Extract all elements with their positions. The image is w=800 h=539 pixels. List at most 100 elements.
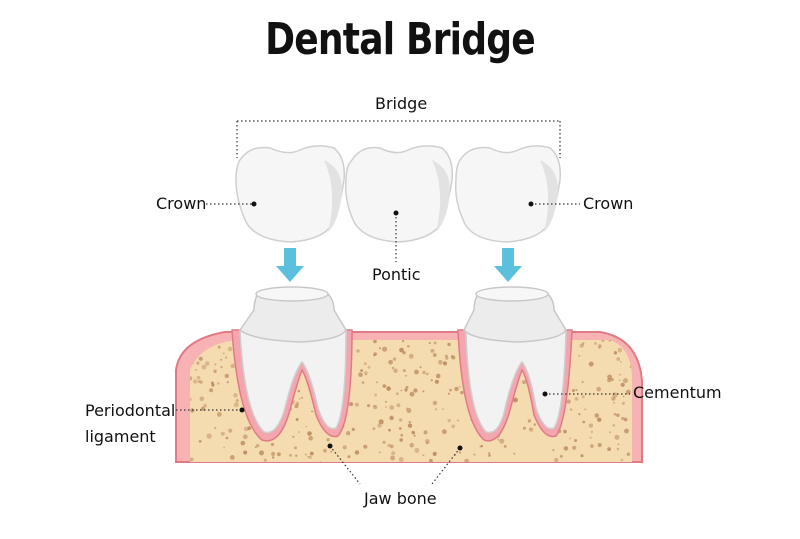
bone-speckle — [442, 429, 447, 435]
bone-speckle — [422, 390, 425, 393]
bone-speckle — [347, 455, 351, 459]
bone-speckle — [533, 423, 536, 426]
label-periodontal-line1: Periodontal — [85, 401, 176, 420]
page-title: Dental Bridge — [265, 14, 536, 65]
bone-speckle — [295, 418, 299, 421]
bone-speckle — [349, 402, 354, 407]
bone-speckle — [414, 447, 420, 453]
bone-speckle — [395, 392, 399, 396]
bone-speckle — [614, 434, 620, 440]
bone-speckle — [227, 346, 233, 352]
bone-speckle — [360, 369, 363, 372]
bone-speckle — [256, 444, 260, 448]
bone-speckle — [240, 440, 246, 446]
leader-lines — [176, 203, 630, 485]
right-prepared-stump — [463, 293, 567, 343]
bone-speckle — [217, 382, 220, 385]
bone-speckle — [386, 386, 391, 391]
bone-speckle — [382, 440, 386, 444]
bone-speckle — [388, 428, 391, 432]
bone-speckle — [432, 400, 438, 406]
bone-speckle — [330, 450, 333, 453]
bone-speckle — [454, 386, 459, 392]
label-bridge: Bridge — [375, 94, 428, 113]
bone-speckle — [242, 434, 248, 440]
bone-speckle — [243, 426, 249, 432]
pontic-tooth — [344, 145, 454, 243]
bone-speckle — [391, 366, 395, 370]
bone-speckle — [582, 420, 586, 424]
bone-speckle — [363, 444, 368, 449]
bone-speckle — [229, 455, 235, 460]
bone-speckle — [372, 427, 376, 431]
bone-speckle — [389, 415, 394, 421]
bone-speckle — [247, 426, 252, 431]
bone-speckle — [552, 449, 555, 452]
bone-speckle — [390, 455, 395, 461]
bone-speckle — [422, 370, 426, 375]
bone-speckle — [425, 441, 429, 445]
bone-speckle — [620, 382, 625, 387]
bone-speckle — [581, 342, 585, 345]
bone-speckle — [430, 348, 435, 353]
bone-speckle — [528, 427, 532, 431]
bone-speckle — [392, 357, 397, 361]
bone-speckle — [621, 401, 625, 405]
bone-speckle — [626, 452, 631, 456]
bone-speckle — [259, 450, 264, 456]
label-periodontal-line2: ligament — [85, 427, 156, 446]
bone-speckle — [408, 353, 414, 359]
bone-speckle — [206, 433, 212, 439]
bone-speckle — [449, 388, 452, 392]
bone-speckle — [623, 378, 628, 384]
bone-speckle — [198, 440, 202, 443]
bone-speckle — [396, 403, 401, 408]
right-root — [465, 329, 567, 434]
bone-speckle — [385, 400, 387, 403]
bone-speckle — [574, 439, 578, 442]
bone-speckle — [222, 352, 225, 355]
bone-speckle — [409, 442, 415, 448]
bone-speckle — [407, 345, 410, 348]
bone-speckle — [272, 456, 275, 459]
bone-speckle — [364, 371, 368, 375]
bone-speckle — [594, 342, 597, 345]
bone-speckle — [503, 445, 507, 448]
bone-speckle — [522, 426, 526, 430]
bone-speckle — [619, 360, 622, 363]
bone-speckle — [597, 417, 602, 422]
bone-speckle — [201, 364, 207, 370]
bone-speckle — [578, 413, 581, 416]
bone-speckle — [209, 388, 214, 393]
bone-speckle — [617, 443, 620, 446]
bone-speckle — [609, 431, 611, 434]
bone-speckle — [623, 417, 628, 422]
bone-speckle — [447, 392, 450, 395]
bone-speckle — [190, 457, 194, 462]
bone-speckle — [611, 396, 616, 401]
bone-speckle — [429, 458, 433, 462]
bone-speckle — [307, 431, 312, 436]
bone-speckle — [438, 360, 443, 365]
bone-speckle — [402, 351, 406, 355]
bone-speckle — [563, 429, 567, 434]
bone-speckle — [413, 388, 418, 393]
bone-speckle — [220, 431, 225, 436]
bone-speckle — [389, 444, 394, 449]
bone-speckle — [590, 430, 594, 433]
bone-speckle — [220, 366, 223, 369]
bone-speckle — [354, 450, 360, 455]
bone-speckle — [588, 423, 594, 428]
bone-speckle — [367, 404, 370, 408]
bone-speckle — [554, 457, 559, 462]
bone-speckle — [618, 373, 621, 376]
bone-speckle — [388, 360, 393, 365]
bone-speckle — [442, 361, 448, 366]
bone-speckle — [581, 380, 584, 384]
bone-speckle — [608, 340, 612, 342]
bone-speckle — [607, 447, 611, 451]
bone-speckle — [613, 412, 617, 416]
bone-speckle — [198, 356, 203, 361]
bone-speckle — [610, 378, 614, 382]
